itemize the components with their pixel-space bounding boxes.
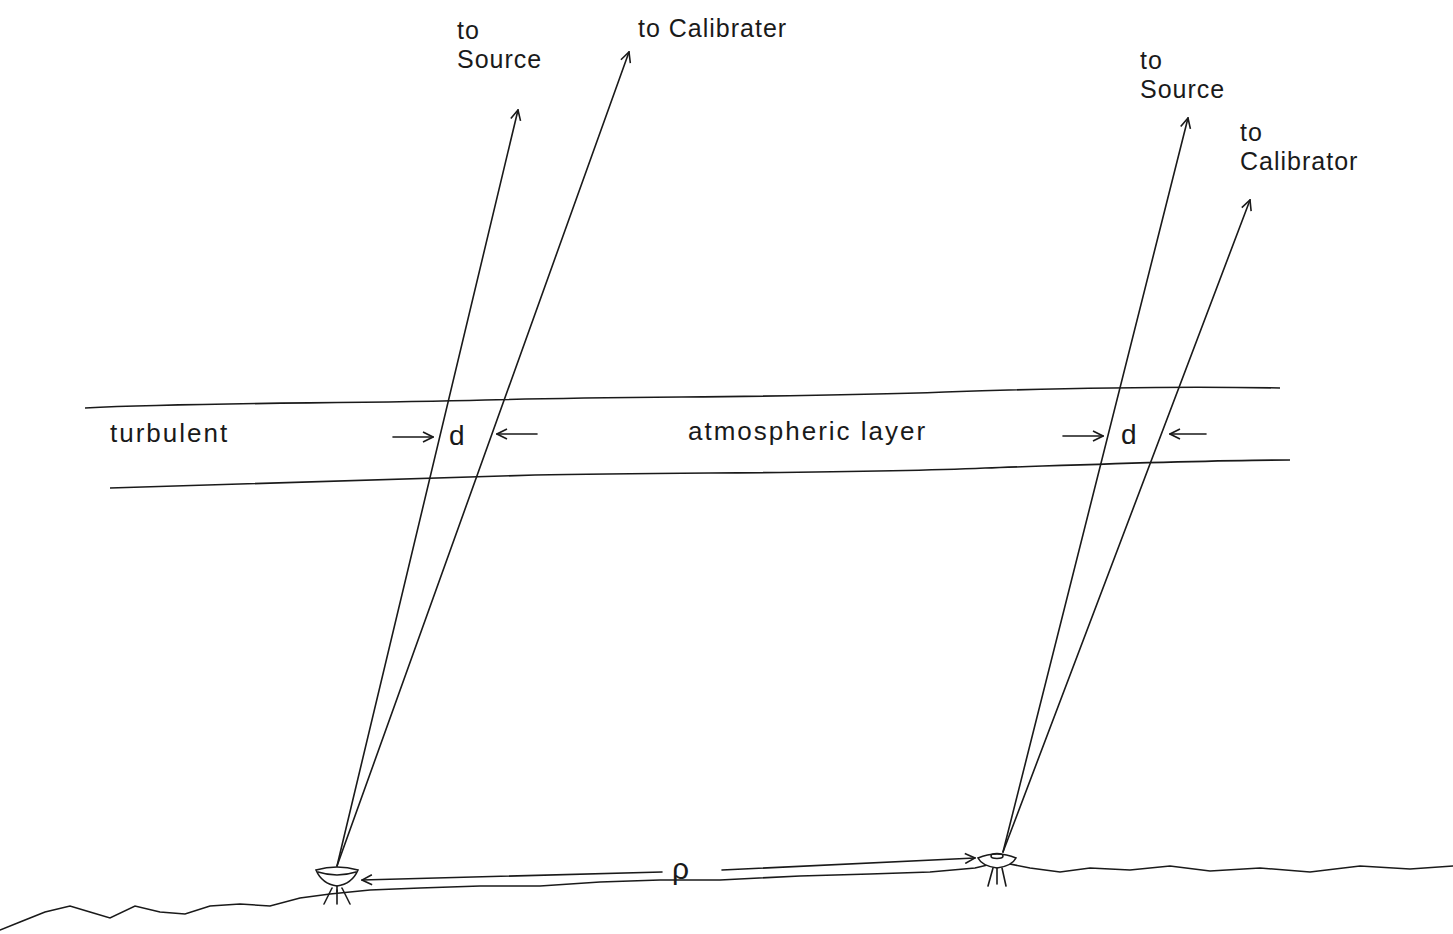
dimension-arrow [393,436,433,438]
band-label: turbulent [110,418,229,449]
band-label: atmospheric layer [688,416,927,447]
calibrator-sightline [1003,200,1250,852]
source-sightline [1003,118,1188,852]
atmospheric-band: turbulent atmospheric layer [85,380,1295,500]
baseline-arrow [362,872,662,880]
ground-line [0,862,1453,930]
direction-label: to Calibrator [1240,118,1358,176]
band-edge [85,387,1290,488]
dimension-arrow [497,433,537,435]
dimension-label: d [1121,419,1138,451]
dimension-arrow [1170,433,1206,435]
radio-telescope [316,867,358,904]
dimension-label: d [449,420,466,452]
baseline-label: ρ [672,852,690,887]
calibrator-sightline [337,52,629,866]
direction-label: to Source [457,16,542,74]
direction-label: to Source [1140,46,1225,104]
radio-telescope [978,854,1016,887]
source-sightline [337,110,518,866]
dimension-arrow [1063,435,1103,437]
baseline-arrow [722,858,975,870]
direction-label: to Calibrater [638,14,787,43]
